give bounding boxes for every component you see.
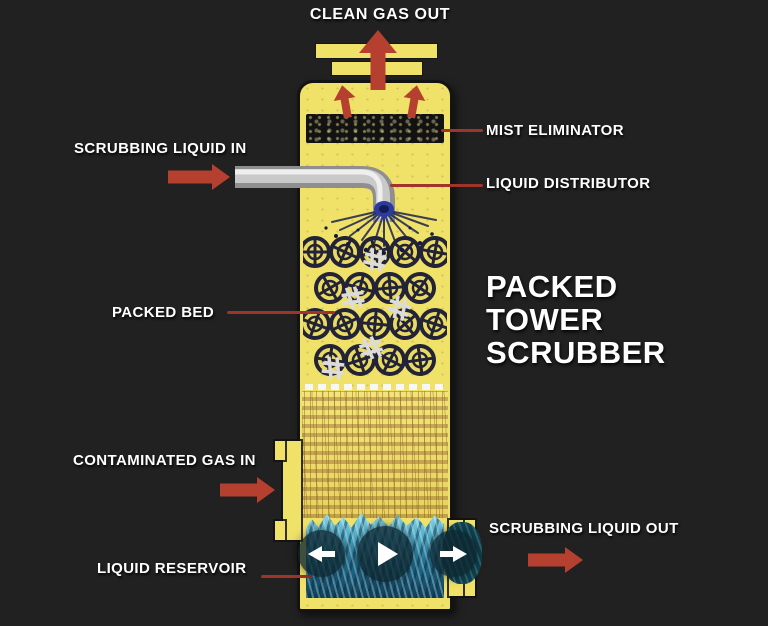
inlet-flange-tab-bottom [275,521,285,540]
outlet-flange-tab-bottom [465,578,475,596]
arrow-head [359,30,397,53]
label-packed-bed: PACKED BED [112,304,215,321]
packed-bed-leader [227,311,335,314]
inlet-neck [283,441,301,540]
arrow-shaft [370,52,386,90]
arrow-shaft [168,170,213,183]
title-line-3: SCRUBBER [486,335,666,370]
spray-droplets [324,226,434,255]
right-arrow-bar [440,550,453,557]
arrow-head [212,163,230,190]
left-arrow-bar [322,550,335,557]
mist-eliminator-leader [441,129,483,132]
arrow-head [257,476,275,503]
right-arrow-tip [453,545,467,562]
liquid-reservoir-leader [261,575,312,578]
liquid-distributor-leader [390,184,483,187]
arrow-shaft [407,97,419,119]
label-liquid-distributor: LIQUID DISTRIBUTOR [486,175,651,192]
player-prev-button[interactable] [298,530,345,577]
arrow-shaft [528,553,566,566]
clean-gas-out-arrow [358,30,398,90]
player-play-button[interactable] [357,526,413,582]
label-clean-gas-out: CLEAN GAS OUT [309,6,451,23]
liquid-inlet-pipe [235,166,395,222]
arrow-shaft [340,97,352,119]
left-arrow-icon [308,545,335,562]
arrow-head [331,83,356,101]
player-next-button[interactable] [430,530,477,577]
arrow-head [403,83,428,101]
label-liquid-reservoir: LIQUID RESERVOIR [97,560,247,577]
left-arrow-tip [308,545,322,562]
falling-liquid-region [302,391,448,518]
label-contaminated-gas-in: CONTAMINATED GAS IN [73,452,256,469]
right-arrow-icon [440,545,467,562]
arrow-head [565,546,583,573]
play-icon [378,542,398,566]
inlet-flange-tab-top [275,441,285,460]
contaminated-gas-in-arrow [220,476,275,503]
bed-support-grid [305,384,446,390]
label-scrubbing-liquid-in: SCRUBBING LIQUID IN [74,140,247,157]
liquid-distributor-spray [324,201,437,255]
title-line-2: TOWER [486,302,604,337]
title-line-1: PACKED [486,269,618,304]
diagram-title: PACKED TOWER SCRUBBER [486,270,666,369]
scrubbing-liquid-out-arrow [528,546,583,573]
label-mist-eliminator: MIST ELIMINATOR [486,122,624,139]
arrow-shaft [220,483,258,496]
mist-eliminator-band [306,114,444,143]
label-scrubbing-liquid-out: SCRUBBING LIQUID OUT [489,520,679,537]
scrubbing-liquid-in-arrow [168,163,230,190]
